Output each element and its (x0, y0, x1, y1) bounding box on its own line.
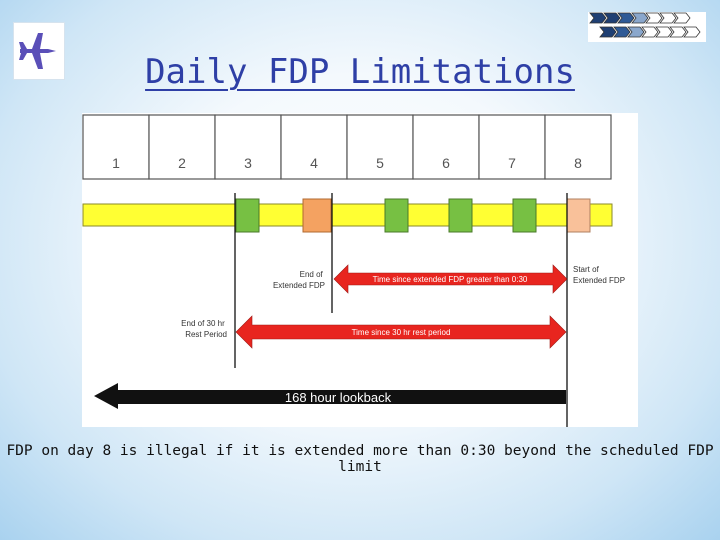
logo (13, 22, 65, 80)
fdp-block-day6 (448, 198, 473, 233)
label-end-rest-2: Rest Period (185, 330, 227, 339)
day-label-8: 8 (574, 155, 582, 171)
caption: FDP on day 8 is illegal if it is extende… (6, 443, 714, 475)
day-label-6: 6 (442, 155, 450, 171)
day-header-row (82, 114, 612, 180)
day-label-1: 1 (112, 155, 120, 171)
day-label-4: 4 (310, 155, 318, 171)
arrow-since-extended: Time since extended FDP greater than 0:3… (333, 264, 568, 294)
arrow-lookback-label: 168 hour lookback (285, 390, 392, 405)
label-start-extended-2: Extended FDP (573, 276, 625, 285)
day-label-7: 7 (508, 155, 516, 171)
label-end-rest-1: End of 30 hr (181, 319, 225, 328)
svg-text:Start of Extended FDP: Start of Extended FDP (573, 265, 625, 285)
fdp-block-day7 (512, 198, 537, 233)
label-end-extended-1: End of (300, 270, 324, 279)
fdp-block-day4-extended (302, 198, 332, 233)
fdp-diagram: 1 2 3 4 5 6 7 8 End of Extended FDP Star… (82, 113, 638, 427)
chevron-arrows-icon (588, 12, 706, 42)
fdp-block-day8 (566, 198, 591, 233)
arrow-since-rest-label: Time since 30 hr rest period (352, 328, 451, 337)
day-label-3: 3 (244, 155, 252, 171)
day-label-5: 5 (376, 155, 384, 171)
svg-text:End of Extended FDP: End of Extended FDP (273, 270, 325, 290)
page-title: Daily FDP Limitations (145, 52, 575, 92)
timeline-bar (82, 203, 613, 227)
fdp-block-day3 (235, 198, 260, 233)
airplane-icon (19, 33, 56, 69)
svg-text:End of 30 hr Rest Period: End of 30 hr Rest Period (181, 319, 227, 339)
fdp-block-day5 (384, 198, 409, 233)
label-end-extended-2: Extended FDP (273, 281, 325, 290)
arrow-lookback: 168 hour lookback (94, 383, 566, 409)
arrow-since-rest: Time since 30 hr rest period (235, 315, 567, 349)
day-label-2: 2 (178, 155, 186, 171)
arrow-since-extended-label: Time since extended FDP greater than 0:3… (373, 275, 528, 284)
label-start-extended-1: Start of (573, 265, 600, 274)
